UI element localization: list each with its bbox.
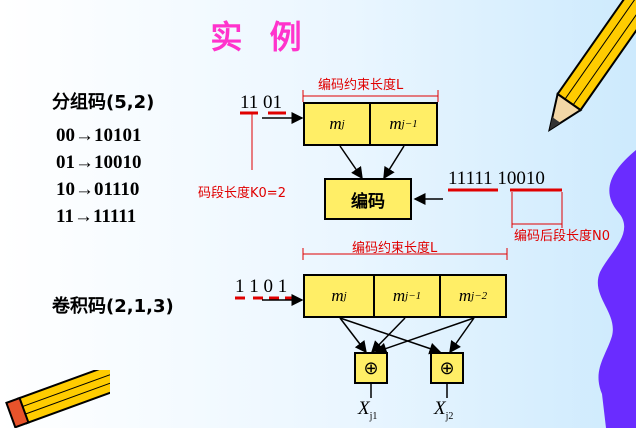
output-bits: 11111 10010 <box>448 168 545 189</box>
output-label: Xj2 <box>434 398 454 422</box>
arrow-icon: → <box>73 206 93 227</box>
conv-code-heading: 卷积码(2,1,3) <box>52 296 174 317</box>
pencil-icon <box>548 0 636 133</box>
mapping-output: 10101 <box>94 125 142 146</box>
mapping-row: 01→10010 <box>56 152 142 174</box>
mapping-row: 10→01110 <box>56 179 139 201</box>
xor-gate: ⊕ <box>430 352 464 384</box>
xor-gate: ⊕ <box>354 352 388 384</box>
encoder-box: 编码 <box>324 178 412 220</box>
input-bits: 1 1 0 1 <box>235 276 288 297</box>
mapping-row: 11→11111 <box>56 206 136 228</box>
mapping-input: 00 <box>56 125 75 146</box>
mapping-output: 10010 <box>94 152 142 173</box>
mapping-input: 11 <box>56 206 74 227</box>
mapping-input: 01 <box>56 152 75 173</box>
mapping-row: 00→10101 <box>56 125 142 147</box>
wavy-border-icon <box>597 150 636 428</box>
arrow-icon: → <box>75 152 94 173</box>
k0-label: 码段长度K0=2 <box>198 186 286 201</box>
mapping-output: 11111 <box>92 206 137 227</box>
input-bits: 11 01 <box>240 92 283 113</box>
mapping-input: 10 <box>56 179 75 200</box>
pencil-icon <box>5 370 110 428</box>
arrow-icon: → <box>75 179 94 200</box>
page-title: 实 例 <box>210 18 310 56</box>
n0-label: 编码后段长度N0 <box>514 229 610 244</box>
arrow-icon: → <box>75 125 94 146</box>
output-label: Xj1 <box>358 398 378 422</box>
constraint-length-label: 编码约束长度L <box>318 78 404 93</box>
block-code-heading: 分组码(5,2) <box>52 92 155 113</box>
mapping-output: 01110 <box>94 179 140 200</box>
constraint-length-label: 编码约束长度L <box>352 241 438 256</box>
